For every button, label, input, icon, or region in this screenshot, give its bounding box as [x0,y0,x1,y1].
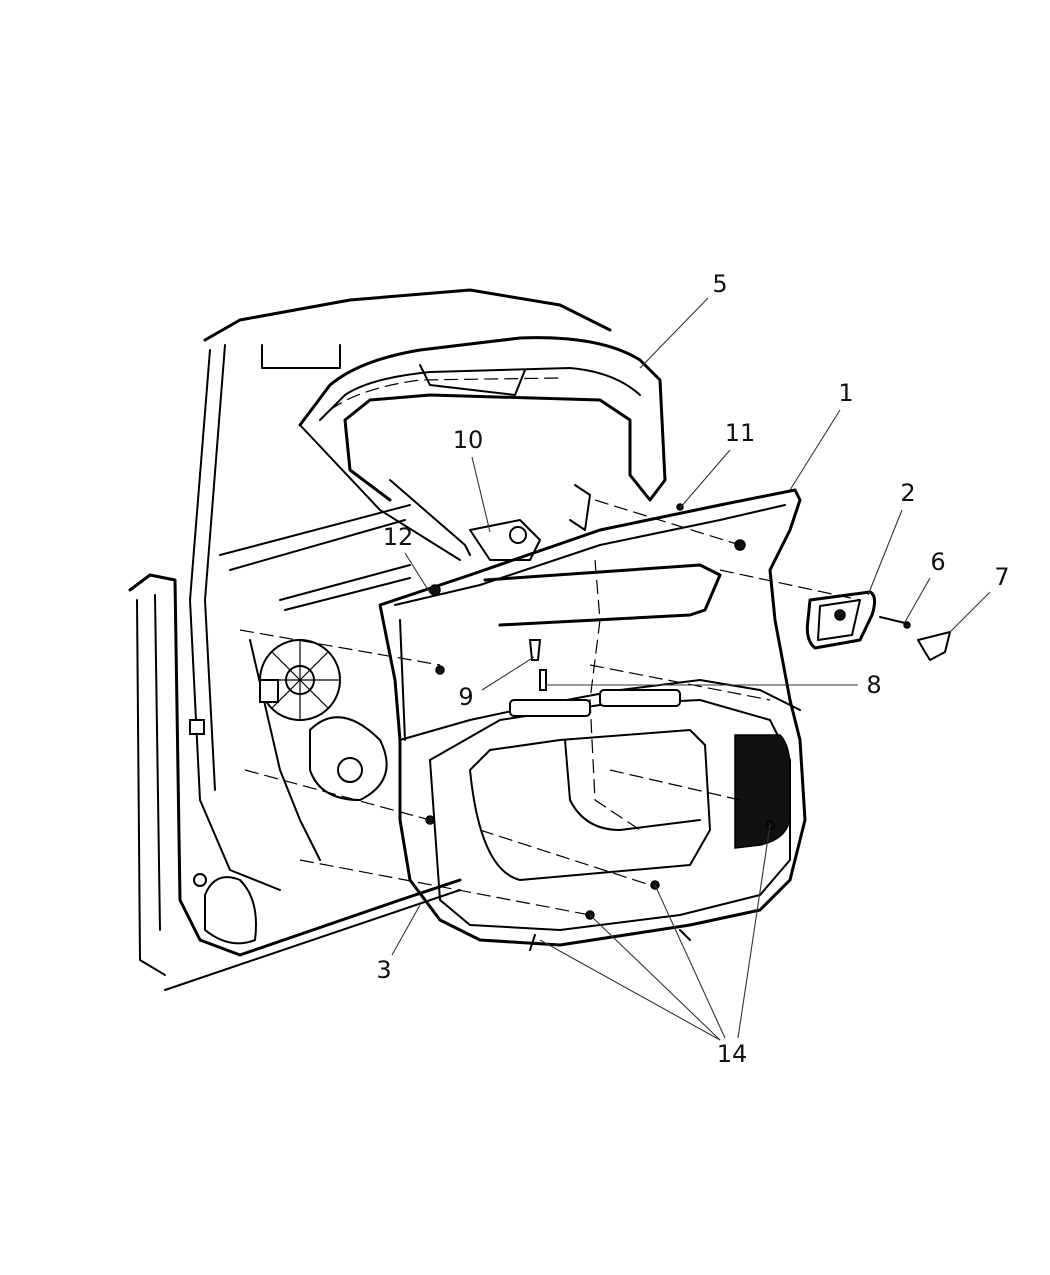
callout-6: 6 [930,548,946,576]
callout-8: 8 [866,671,882,699]
screw-and-cap [879,616,951,661]
callout-9: 9 [458,683,474,711]
handle-bezel [805,590,877,650]
door-trim-panel [378,488,807,951]
alignment-lines [239,499,861,916]
callout-10: 10 [452,426,484,454]
door-shell [128,288,612,991]
window-frame-trim [298,336,667,561]
callout-7: 7 [994,563,1010,591]
callout-3: 3 [376,956,392,984]
callout-1: 1 [838,379,854,407]
callout-14: 14 [716,1040,748,1068]
leader-lines [391,297,991,1041]
callout-5: 5 [712,270,728,298]
fasteners [425,503,775,920]
callout-2: 2 [900,479,916,507]
callout-12: 12 [382,523,414,551]
callout-11: 11 [724,419,756,447]
